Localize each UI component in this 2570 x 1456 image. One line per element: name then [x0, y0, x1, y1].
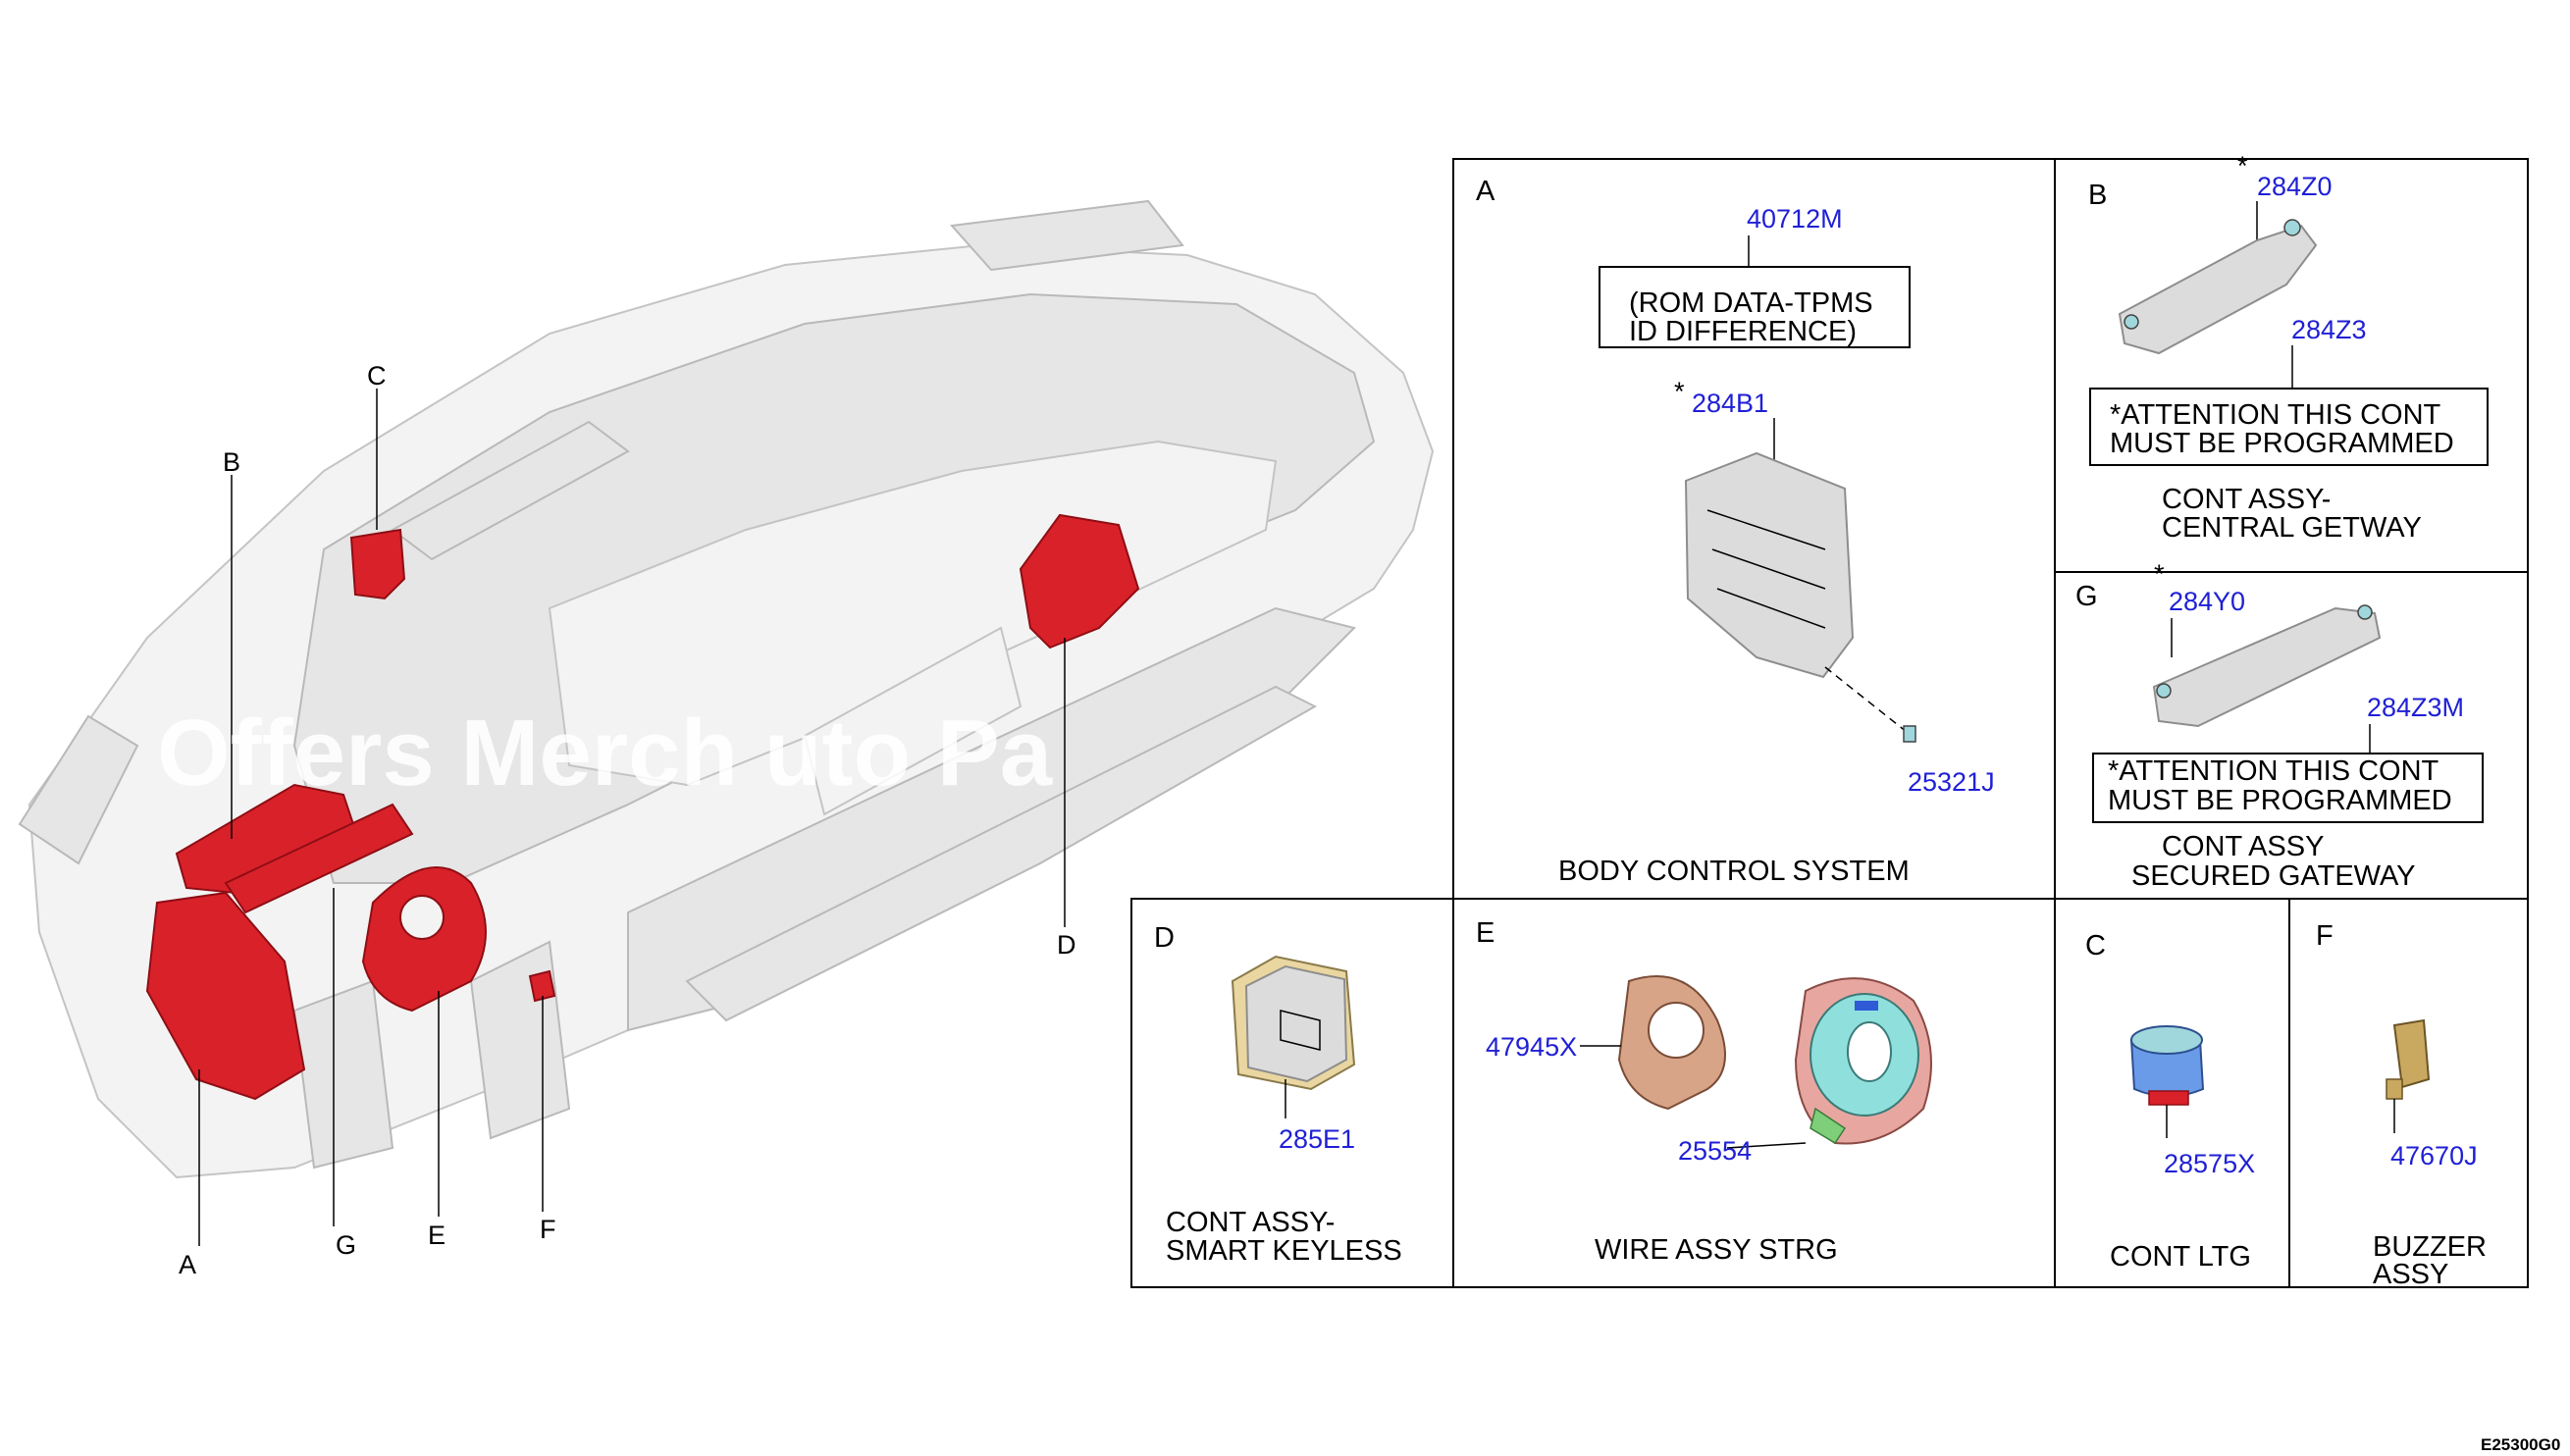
- panel-e: E 47945X 25554 WIRE ASSY STRG: [1476, 917, 1932, 1266]
- panel-a-letter: A: [1476, 176, 1495, 207]
- secured-gateway-module: [2152, 606, 2382, 728]
- panel-g-star: *: [2154, 559, 2165, 589]
- smart-keyless-module: [1244, 964, 1348, 1083]
- component-f-highlight: [528, 969, 556, 1003]
- panel-d: D 285E1 CONT ASSY- SMART KEYLESS: [1154, 922, 1402, 1267]
- part-number-25554[interactable]: 25554: [1678, 1136, 1752, 1166]
- panel-g-caption-line2: SECURED GATEWAY: [2131, 860, 2416, 892]
- panel-g-note-box: [2092, 753, 2484, 823]
- watermark: Offers Merch uto Pa: [157, 701, 1053, 806]
- part-number-284b1[interactable]: 284B1: [1692, 389, 1768, 418]
- panel-e-caption: WIRE ASSY STRG: [1595, 1234, 1838, 1266]
- panel-e-letter: E: [1476, 917, 1495, 949]
- panel-f: F 47670J BUZZER ASSY: [2316, 920, 2487, 1290]
- panel-a-star: *: [1674, 377, 1685, 406]
- component-c-highlight: [349, 528, 406, 600]
- panel-d-caption-line1: CONT ASSY-: [1166, 1207, 1335, 1238]
- part-number-40712m[interactable]: 40712M: [1747, 204, 1843, 234]
- panel-a-note-line1: (ROM DATA-TPMS: [1629, 287, 1873, 319]
- body-control-module: [1684, 451, 1855, 679]
- overview-label-g: G: [336, 1230, 356, 1260]
- panel-g-letter: G: [2075, 581, 2098, 612]
- panel-g: G * 284Y0 284Z3M *ATTENTION THIS CONT MU…: [2075, 559, 2484, 892]
- panel-b-star: *: [2237, 151, 2248, 181]
- panel-d-letter: D: [1154, 922, 1175, 954]
- panel-b-note-box: [2089, 388, 2489, 466]
- part-number-285e1[interactable]: 285E1: [1279, 1124, 1355, 1154]
- overview-label-a: A: [179, 1250, 196, 1279]
- overview-label-e: E: [428, 1221, 446, 1250]
- panel-a: A 40712M (ROM DATA-TPMS ID DIFFERENCE) *…: [1476, 176, 1995, 887]
- part-number-47670j[interactable]: 47670J: [2390, 1141, 2478, 1170]
- panel-g-caption-line1: CONT ASSY: [2162, 831, 2324, 862]
- panel-d-caption-line2: SMART KEYLESS: [1166, 1235, 1402, 1267]
- component-g-highlight: [224, 803, 414, 914]
- part-number-25321j[interactable]: 25321J: [1908, 767, 1995, 797]
- overview-label-d: D: [1057, 930, 1076, 960]
- part-number-47945x[interactable]: 47945X: [1486, 1032, 1577, 1062]
- overview-label-b: B: [223, 447, 240, 477]
- panel-a-caption: BODY CONTROL SYSTEM: [1558, 856, 1910, 887]
- part-number-284y0[interactable]: 284Y0: [2169, 587, 2245, 616]
- detail-panels-grid: [1130, 158, 2529, 1288]
- drawing-reference: E25300G0: [2481, 1435, 2560, 1454]
- panel-b-caption-line2: CENTRAL GETWAY: [2162, 512, 2422, 544]
- left-vent-grille: [18, 714, 139, 865]
- part-number-28575x[interactable]: 28575X: [2164, 1149, 2255, 1178]
- panel-c: C 28575X CONT LTG: [2085, 930, 2255, 1273]
- component-a-highlight: [145, 891, 306, 1101]
- panel-f-letter: F: [2316, 920, 2334, 952]
- overview-label-f: F: [540, 1215, 556, 1244]
- panel-b-letter: B: [2088, 180, 2107, 211]
- component-d-highlight: [1019, 513, 1140, 650]
- panel-c-caption: CONT LTG: [2110, 1241, 2251, 1273]
- panel-c-letter: C: [2085, 930, 2106, 962]
- overview-label-c: C: [367, 361, 387, 390]
- panel-b: B * 284Z0 284Z3 *ATTENTION THIS CONT MUS…: [2088, 151, 2489, 544]
- panel-g-note-line1: *ATTENTION THIS CONT: [2108, 755, 2439, 787]
- central-gateway-module: [2118, 224, 2318, 355]
- part-number-284z0[interactable]: 284Z0: [2257, 172, 2333, 201]
- panel-f-caption-line1: BUZZER: [2373, 1231, 2487, 1263]
- center-vent-grille: [391, 420, 630, 561]
- buzzer-assembly: [2392, 1018, 2431, 1089]
- dashboard-overview: B C A G E F D: [18, 199, 1435, 1279]
- panel-a-note-line2: ID DIFFERENCE): [1629, 316, 1857, 347]
- panel-f-caption-line2: ASSY: [2373, 1259, 2448, 1290]
- panel-b-note-line1: *ATTENTION THIS CONT: [2110, 399, 2441, 431]
- part-number-284z3[interactable]: 284Z3: [2291, 315, 2367, 344]
- defrost-grille: [949, 199, 1184, 272]
- panel-a-note-box: [1599, 266, 1911, 348]
- panel-b-caption-line1: CONT ASSY-: [2162, 484, 2331, 515]
- part-number-284z3m[interactable]: 284Z3M: [2367, 693, 2464, 722]
- panel-g-note-line2: MUST BE PROGRAMMED: [2108, 785, 2452, 816]
- panel-b-note-line2: MUST BE PROGRAMMED: [2110, 428, 2454, 459]
